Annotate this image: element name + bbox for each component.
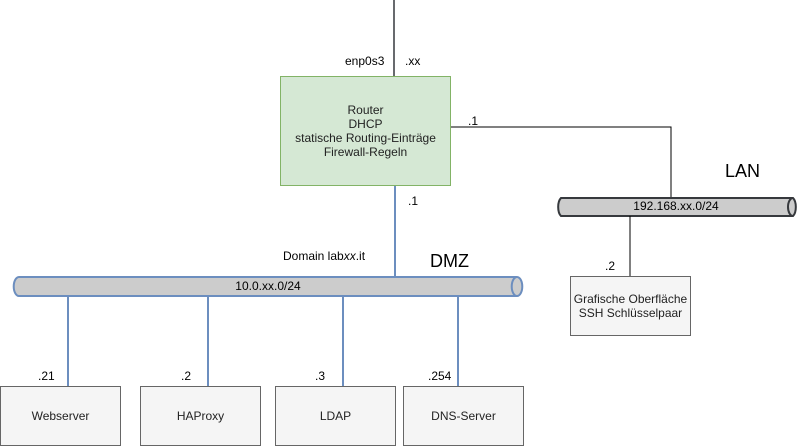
router-lan-address-label: .1 bbox=[468, 114, 478, 128]
dmz-bus bbox=[12, 276, 524, 297]
webserver-box[interactable]: Webserver bbox=[0, 386, 121, 446]
lan-bus bbox=[557, 197, 797, 217]
router-line-dhcp: DHCP bbox=[348, 117, 383, 131]
dmz-title: DMZ bbox=[430, 251, 469, 271]
haproxy-address-label: .2 bbox=[181, 369, 191, 383]
router-line-firewall: Firewall-Regeln bbox=[323, 145, 408, 159]
lan-host-address-label: .2 bbox=[605, 259, 615, 273]
router-line-title: Router bbox=[347, 103, 384, 117]
router-lan-link bbox=[451, 126, 672, 198]
ldap-box[interactable]: LDAP bbox=[275, 386, 396, 446]
router-dmz-address-label: .1 bbox=[408, 194, 418, 208]
haproxy-name: HAProxy bbox=[176, 409, 225, 423]
lan-title: LAN bbox=[725, 161, 760, 181]
dmz-subnet-label: 10.0.xx.0/24 bbox=[235, 279, 301, 293]
webserver-name: Webserver bbox=[31, 409, 90, 423]
dmz-domain-label: Domain labxx.it bbox=[283, 249, 366, 263]
uplink-address-label: .xx bbox=[405, 54, 420, 68]
dns-server-box[interactable]: DNS-Server bbox=[403, 386, 524, 446]
haproxy-box[interactable]: HAProxy bbox=[140, 386, 261, 446]
ldap-name: LDAP bbox=[319, 409, 352, 423]
router-box[interactable]: Router DHCP statische Routing-Einträge F… bbox=[280, 76, 451, 186]
lan-host-line-ssh: SSH Schlüsselpaar bbox=[578, 306, 683, 320]
ldap-address-label: .3 bbox=[315, 369, 325, 383]
uplink-interface-label: enp0s3 bbox=[345, 54, 385, 68]
dmz-domain-var: xx bbox=[343, 249, 357, 263]
dmz-domain-prefix: Domain lab bbox=[283, 249, 344, 263]
dns-server-name: DNS-Server bbox=[431, 409, 496, 423]
webserver-address-label: .21 bbox=[38, 369, 55, 383]
dmz-domain-suffix: .it bbox=[356, 249, 366, 263]
router-line-routing: statische Routing-Einträge bbox=[295, 131, 436, 145]
dns-server-address-label: .254 bbox=[428, 369, 452, 383]
lan-host-box[interactable]: Grafische Oberfläche SSH Schlüsselpaar bbox=[570, 276, 691, 336]
lan-subnet-label: 192.168.xx.0/24 bbox=[633, 199, 719, 213]
lan-host-line-gui: Grafische Oberfläche bbox=[573, 292, 688, 306]
